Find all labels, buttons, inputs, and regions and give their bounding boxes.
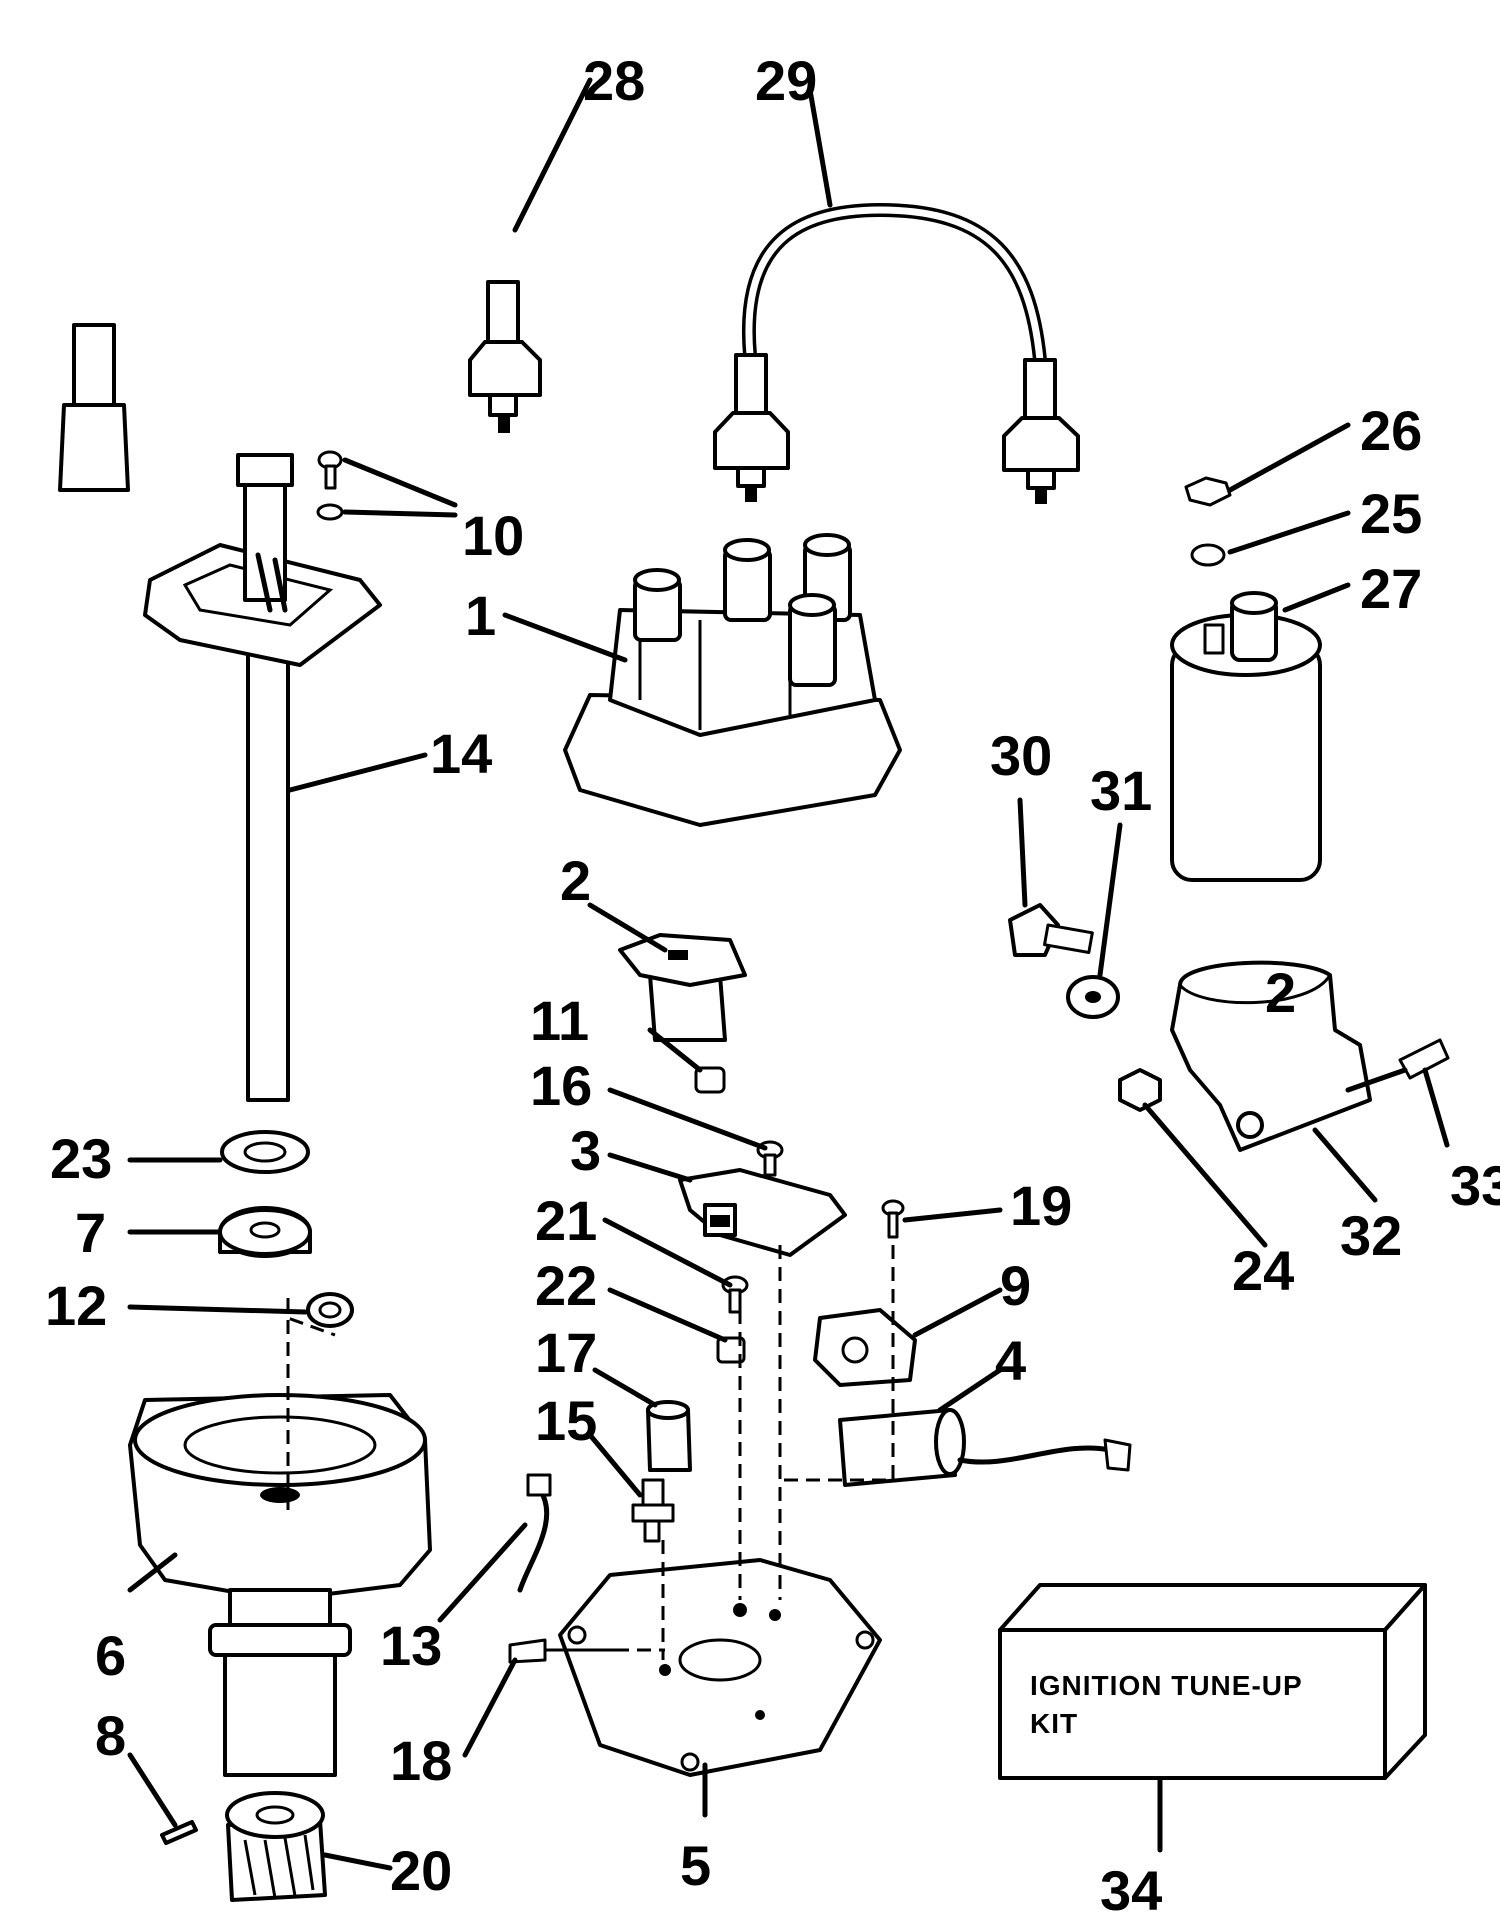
kit-label-line2: KIT <box>1030 1708 1078 1739</box>
nut-24 <box>1118 1068 1162 1112</box>
callout-8: 8 <box>95 1704 126 1767</box>
callout-17: 17 <box>535 1321 597 1384</box>
distributor-cap-1 <box>563 533 902 827</box>
callout-10: 10 <box>462 504 524 567</box>
callout-7: 7 <box>75 1201 106 1264</box>
callout-25: 25 <box>1360 482 1422 545</box>
callout-30: 30 <box>990 724 1052 787</box>
callout-13: 13 <box>380 1614 442 1677</box>
callout-3: 3 <box>570 1119 601 1182</box>
callout-5: 5 <box>680 1834 711 1897</box>
distributor-housing-6 <box>128 1393 432 1777</box>
condenser-clip-9 <box>813 1308 917 1387</box>
callout-26: 26 <box>1360 399 1422 462</box>
coil-bracket-mark: 2 <box>1265 961 1296 1024</box>
callout-20: 20 <box>390 1839 452 1902</box>
callout-27: 27 <box>1360 557 1422 620</box>
felt-wick-11 <box>694 1066 726 1094</box>
coil-bracket-32: 2 <box>1170 960 1372 1152</box>
screw-and-washer-10 <box>316 450 344 521</box>
callout-33: 33 <box>1450 1154 1500 1217</box>
washer-31 <box>1066 975 1120 1019</box>
washer-22 <box>716 1336 746 1364</box>
washer-25 <box>1190 543 1226 567</box>
contact-points-3 <box>678 1168 847 1257</box>
spark-plug-wire-28 <box>58 55 542 492</box>
rotor-2 <box>618 933 747 1042</box>
ignition-coil-27 <box>1170 591 1322 882</box>
roll-pin-8 <box>160 1820 198 1845</box>
callout-32: 32 <box>1340 1204 1402 1267</box>
callout-2: 2 <box>560 849 591 912</box>
drive-gear-20 <box>225 1791 327 1902</box>
spark-plug-wire-29 <box>713 202 1080 504</box>
callout-11: 11 <box>530 989 589 1052</box>
leader-lines <box>127 77 1450 1871</box>
bushing-17 <box>646 1400 692 1472</box>
washer-7 <box>218 1206 312 1258</box>
ignition-tune-up-kit-34: IGNITION TUNE-UP KIT <box>998 1583 1427 1780</box>
callout-28: 28 <box>583 49 645 112</box>
screw-21 <box>721 1275 749 1314</box>
nut-26 <box>1184 476 1232 507</box>
callout-1: 1 <box>465 584 496 647</box>
callout-34: 34 <box>1100 1859 1162 1919</box>
callout-24: 24 <box>1232 1239 1294 1302</box>
callout-19: 19 <box>1010 1174 1072 1237</box>
callout-15: 15 <box>535 1389 597 1452</box>
terminal-18 <box>508 1638 615 1664</box>
kit-label-line1: IGNITION TUNE-UP <box>1030 1670 1303 1701</box>
callout-12: 12 <box>45 1274 107 1337</box>
callout-31: 31 <box>1090 759 1152 822</box>
callout-14: 14 <box>430 722 492 785</box>
callout-18: 18 <box>390 1729 452 1792</box>
bolt-30 <box>1008 903 1094 957</box>
screw-19 <box>881 1199 905 1239</box>
thrust-washer-23 <box>220 1130 310 1174</box>
pivot-pin-15 <box>631 1478 675 1543</box>
callout-4: 4 <box>995 1329 1026 1392</box>
callout-16: 16 <box>530 1054 592 1117</box>
callout-29: 29 <box>755 49 817 112</box>
callout-23: 23 <box>50 1127 112 1190</box>
distributor-shaft-14 <box>143 453 382 1102</box>
callout-numbers: 28 29 26 25 27 10 1 14 30 31 2 11 16 3 1… <box>45 49 1500 1919</box>
callout-9: 9 <box>1000 1254 1031 1317</box>
callout-6: 6 <box>95 1624 126 1687</box>
assembly-dashed-lines <box>286 1245 895 1660</box>
screw-33 <box>1345 1038 1450 1093</box>
callout-21: 21 <box>535 1189 597 1252</box>
breaker-plate-5 <box>558 1558 882 1777</box>
ground-lead-13 <box>517 1473 552 1593</box>
oil-seal-12 <box>306 1292 354 1328</box>
condenser-4 <box>838 1408 1132 1487</box>
callout-22: 22 <box>535 1254 597 1317</box>
